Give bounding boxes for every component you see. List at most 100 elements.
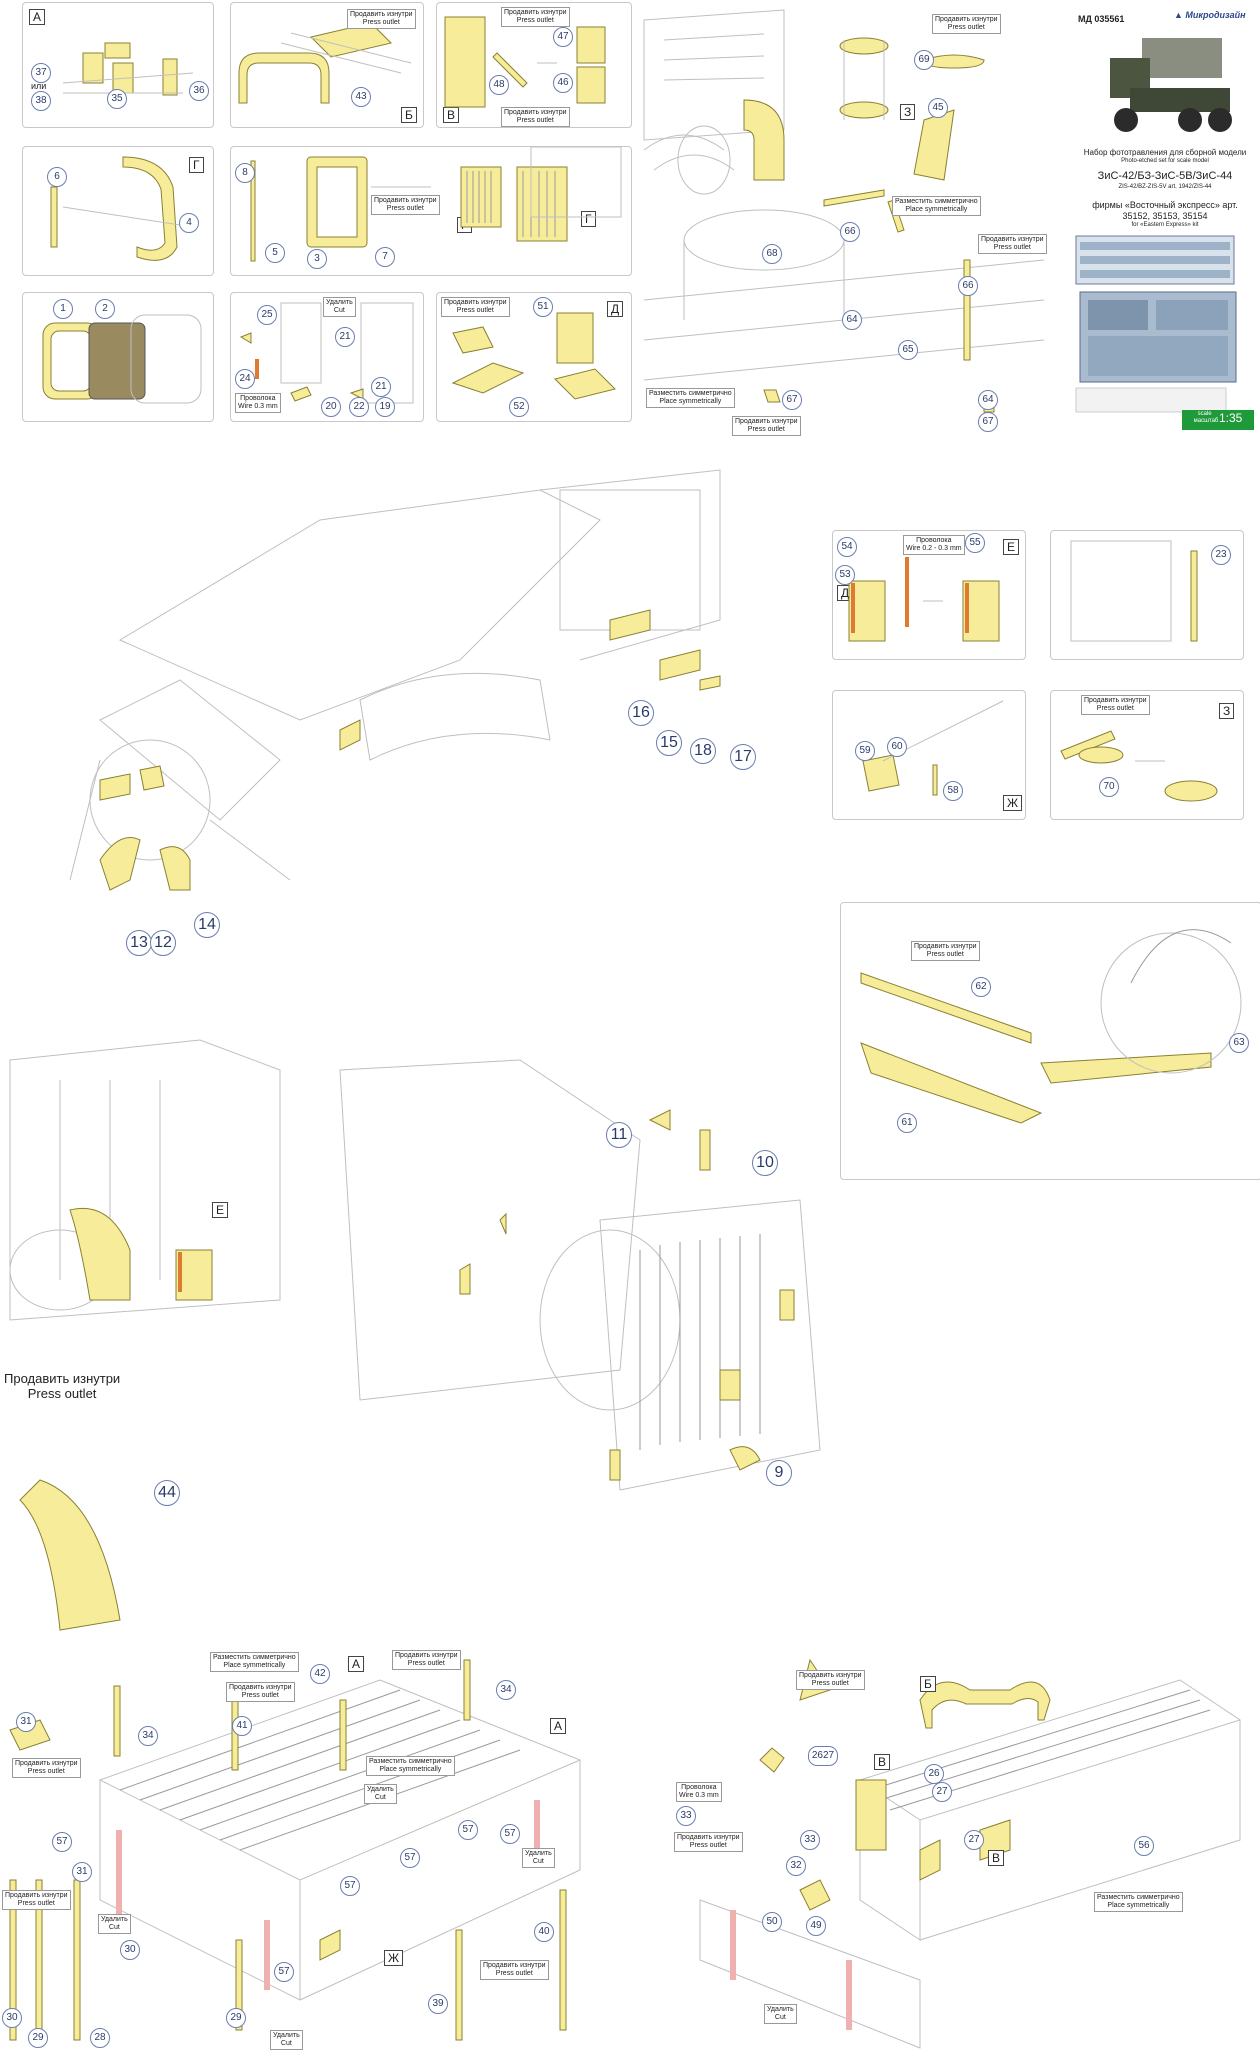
- part-24: 24: [235, 369, 255, 389]
- part-6: 6: [47, 167, 67, 187]
- part-32: 32: [786, 1856, 806, 1876]
- truck-front-drawing: [9, 1039, 821, 1631]
- panel-windshield-drawing: [1070, 540, 1198, 642]
- part-46: 46: [553, 73, 573, 93]
- part-52: 52: [509, 397, 529, 417]
- letter-zh: Ж: [1003, 795, 1023, 811]
- panel-radiator-drawing: [250, 146, 622, 262]
- part-43: 43: [351, 87, 371, 107]
- part-41: 41: [232, 1716, 252, 1736]
- part-54: 54: [837, 537, 857, 557]
- part-21-a: 21: [335, 327, 355, 347]
- panel-g-drawing: [50, 156, 194, 261]
- chassis-drawing: [699, 1658, 1242, 2049]
- part-42: 42: [310, 1664, 330, 1684]
- part-16: 16: [628, 700, 654, 726]
- letter-z: З: [1219, 703, 1235, 719]
- panel-fender-drawing: [860, 929, 1242, 1124]
- product-code: МД 035561: [1078, 14, 1125, 24]
- part-57-b: 57: [458, 1820, 478, 1840]
- panel-headlight-drawing: [42, 314, 202, 404]
- part-27-b: 27: [964, 1830, 984, 1850]
- part-36: 36: [189, 81, 209, 101]
- letter-e: Е: [1003, 539, 1020, 555]
- part-38: 38: [31, 91, 51, 111]
- truck-side-drawing: [643, 9, 1045, 413]
- part-12: 12: [150, 930, 176, 956]
- panel-d-drawing: [451, 312, 616, 400]
- part-57-f: 57: [274, 1962, 294, 1982]
- part-2627: 2627: [808, 1746, 838, 1766]
- part-22: 22: [349, 397, 369, 417]
- part-49: 49: [806, 1916, 826, 1936]
- part-64-a: 64: [842, 310, 862, 330]
- part-63: 63: [1229, 1033, 1249, 1053]
- part-68: 68: [762, 244, 782, 264]
- letter-v-2: В: [874, 1754, 891, 1770]
- part-8: 8: [235, 163, 255, 183]
- part-31-b: 31: [72, 1862, 92, 1882]
- part-47: 47: [553, 27, 573, 47]
- part-57-a: 57: [52, 1832, 72, 1852]
- part-65: 65: [898, 340, 918, 360]
- letter-v-3: В: [988, 1850, 1005, 1866]
- part-57-d: 57: [400, 1848, 420, 1868]
- part-33-b: 33: [800, 1830, 820, 1850]
- letter-a-3: А: [550, 1718, 567, 1734]
- part-7: 7: [375, 247, 395, 267]
- part-64-b: 64: [978, 390, 998, 410]
- part-1: 1: [53, 299, 73, 319]
- panel-zh: Ж 59 60 58: [832, 690, 1026, 820]
- title-en: Photo-etched set for scale model: [1121, 158, 1209, 164]
- part-69: 69: [914, 50, 934, 70]
- part-57-e: 57: [340, 1876, 360, 1896]
- part-34-b: 34: [496, 1680, 516, 1700]
- panel-b-drawing: [238, 22, 412, 104]
- fret-images: [1075, 235, 1237, 413]
- part-37: 37: [31, 63, 51, 83]
- maker-ru: фирмы «Восточный экспресс» арт.: [1092, 200, 1238, 210]
- part-35: 35: [107, 89, 127, 109]
- panel-a: А 37 или 38 35 36: [22, 2, 214, 128]
- part-60: 60: [887, 737, 907, 757]
- model-name: ЗиС-42/БЗ-ЗиС-5В/ЗиС-44: [1097, 170, 1233, 182]
- part-67-a: 67: [782, 390, 802, 410]
- letter-e-2: Е: [212, 1202, 229, 1218]
- part-33-a: 33: [676, 1806, 696, 1826]
- part-4: 4: [179, 213, 199, 233]
- panel-headlight: 1 2: [22, 292, 214, 422]
- cab-interior-drawing: [69, 469, 721, 891]
- part-48: 48: [489, 75, 509, 95]
- truck-photo: [1110, 38, 1232, 132]
- part-28: 28: [90, 2028, 110, 2048]
- part-11: 11: [606, 1122, 632, 1148]
- model-name-en: ZIS-42/BZ-ZIS-5V art. 1942/ZIS-44: [1118, 184, 1212, 190]
- part-56: 56: [1134, 1836, 1154, 1856]
- brand-logo: ▲ Микродизайн: [1174, 10, 1246, 20]
- letter-g-3: Г: [581, 211, 596, 227]
- part-20: 20: [321, 397, 341, 417]
